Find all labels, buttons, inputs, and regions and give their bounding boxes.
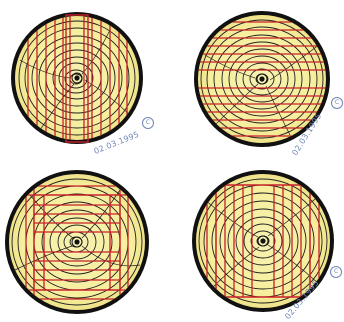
pith-mark <box>74 239 79 244</box>
pith-mark <box>74 75 79 80</box>
log-cross-section-bottom-left <box>5 170 149 315</box>
copyright-mark-bottom-right: C <box>330 266 342 278</box>
pith-mark <box>260 238 265 243</box>
pith-mark <box>259 76 264 81</box>
log-cross-section-top-left <box>11 10 143 150</box>
copyright-mark-top-left: C <box>142 117 154 129</box>
copyright-mark-top-right: C <box>331 97 343 109</box>
